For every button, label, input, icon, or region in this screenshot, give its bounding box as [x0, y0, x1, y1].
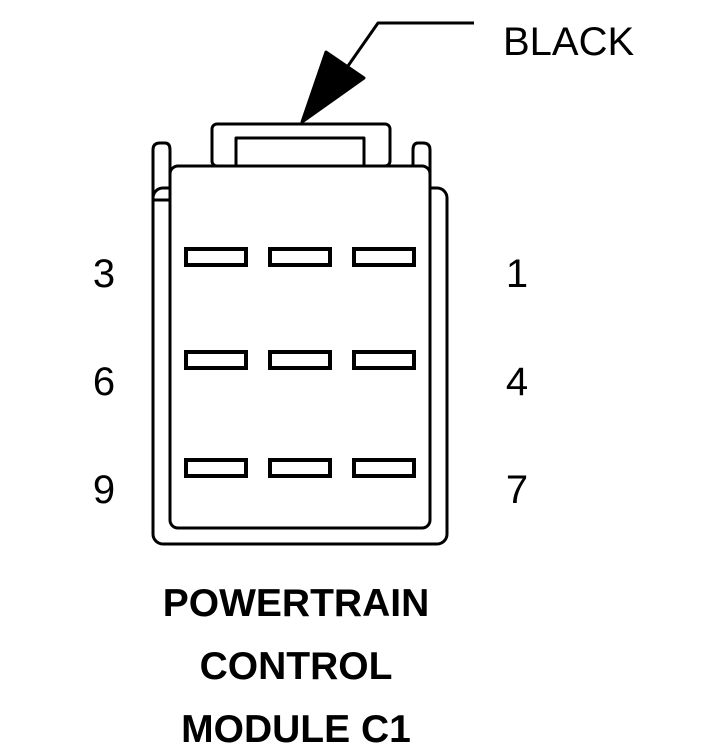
connector-face	[168, 164, 432, 530]
pin-label-1: 1	[505, 252, 529, 296]
leader-arrowhead	[300, 50, 366, 124]
connector-title-line-2: CONTROL	[199, 645, 393, 688]
terminal-6	[184, 350, 248, 370]
pin-label-3: 3	[92, 252, 116, 296]
pin-label-6: 6	[92, 360, 116, 404]
terminal-9	[184, 458, 248, 478]
terminal-7	[352, 458, 416, 478]
pin-label-9: 9	[92, 468, 116, 512]
right-ear	[411, 141, 432, 202]
terminal-grid	[184, 247, 416, 478]
connector-title-line-3: MODULE C1	[181, 708, 411, 751]
terminal-5	[268, 350, 332, 370]
terminal-2	[268, 247, 332, 267]
pin-label-7: 7	[505, 468, 529, 512]
wire-color-label: BLACK	[503, 20, 635, 64]
terminal-3	[184, 247, 248, 267]
terminal-4	[352, 350, 416, 370]
left-ear	[151, 141, 172, 202]
pin-label-4: 4	[505, 360, 529, 404]
terminal-8	[268, 458, 332, 478]
locking-tab-inner	[234, 136, 366, 168]
terminal-1	[352, 247, 416, 267]
connector-title-line-1: POWERTRAIN	[162, 582, 430, 625]
